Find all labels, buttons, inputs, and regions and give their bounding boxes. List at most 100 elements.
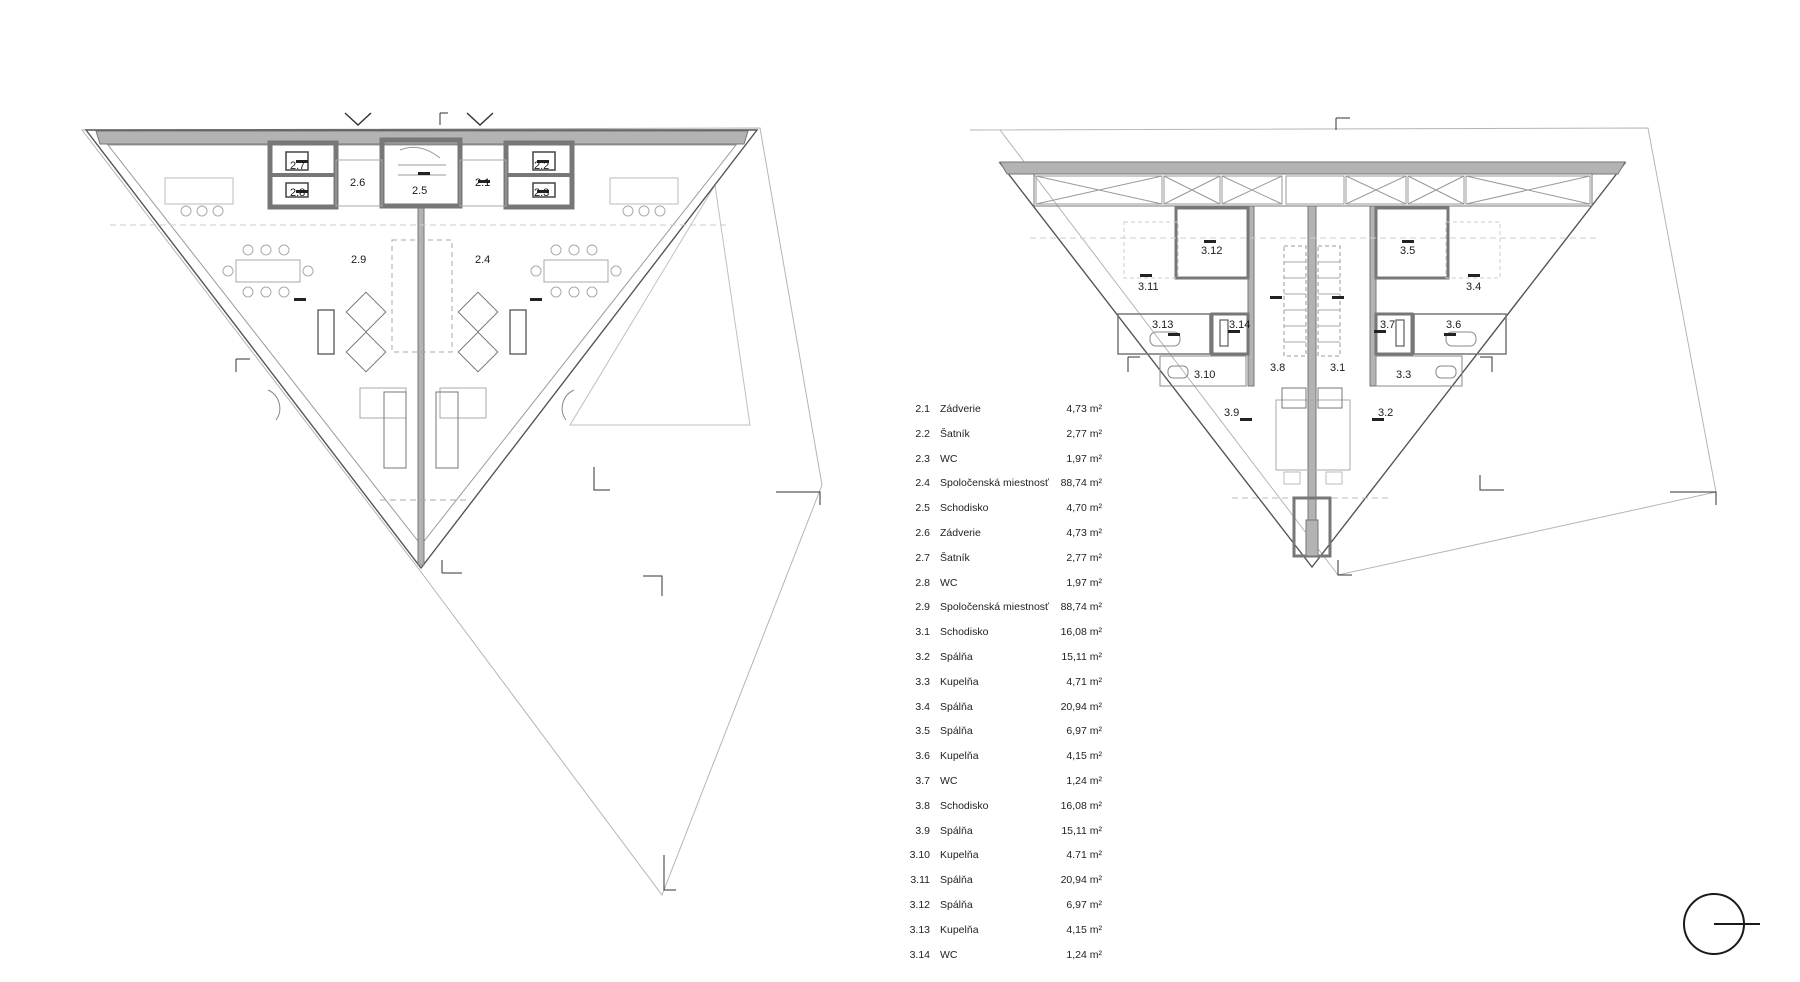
- room-area: 20,94 m²: [1060, 700, 1102, 713]
- room-number: 2.5: [915, 502, 930, 515]
- room-number: 3.14: [909, 948, 930, 961]
- room-label: 3.7: [1380, 319, 1395, 331]
- room-area: 4,73 m²: [1066, 527, 1102, 539]
- room-label: 3.2: [1378, 407, 1393, 419]
- room-label: 3.10: [1194, 369, 1215, 381]
- room-label: 2.9: [351, 254, 366, 266]
- room-number: 3.1: [915, 626, 930, 639]
- room-label: 2.1: [475, 177, 490, 189]
- room-name: Zádverie: [940, 403, 981, 415]
- room-schedule-row: 3.6 Kupelňa 4,15 m²: [868, 748, 1108, 764]
- room-area: 4,15 m²: [1066, 750, 1102, 763]
- room-label: 2.7: [290, 160, 305, 172]
- site-outline-right: [969, 127, 1717, 576]
- room-name: Schodisko: [940, 626, 989, 639]
- room-number: 2.2: [915, 427, 930, 440]
- room-area: 4,73 m²: [1066, 403, 1102, 415]
- room-label: 3.8: [1270, 362, 1285, 374]
- skylight-band: [1033, 173, 1593, 207]
- room-number: 2.7: [915, 551, 930, 564]
- room-label: 2.5: [412, 185, 427, 197]
- room-area: 16,08 m²: [1060, 626, 1102, 639]
- building-inner-left: [106, 144, 738, 546]
- room-name: Spálňa: [940, 651, 973, 663]
- room-number: 3.7: [915, 775, 930, 787]
- entrance-marker-left: [344, 112, 372, 126]
- room-label: 3.12: [1201, 245, 1222, 257]
- room-number: 3.3: [915, 675, 930, 688]
- room-area: 88,74 m²: [1060, 477, 1102, 490]
- room-number: 2.4: [915, 477, 930, 490]
- room-name: Spálňa: [940, 899, 973, 911]
- room-name: Spálňa: [940, 874, 973, 887]
- room-area: 1,24 m²: [1066, 775, 1102, 787]
- room-area: 2,77 m²: [1066, 551, 1102, 564]
- room-number: 2.1: [915, 403, 930, 415]
- room-number: 3.5: [915, 725, 930, 738]
- terrace-outline-left: [569, 183, 751, 426]
- room-name: Kupelňa: [940, 923, 979, 936]
- north-arrow-icon: [1683, 893, 1760, 955]
- room-number: 3.8: [915, 799, 930, 812]
- room-area: 6,97 m²: [1066, 899, 1102, 911]
- room-name: Kupelňa: [940, 750, 979, 763]
- room-3-5-walls: [1374, 206, 1450, 280]
- sofa-right: [439, 387, 487, 419]
- counter-right: [609, 177, 679, 205]
- room-name: Spoločenská miestnosť: [940, 477, 1049, 490]
- room-schedule-row: 2.6 Zádverie 4,73 m²: [868, 525, 1108, 541]
- room-number: 2.9: [915, 601, 930, 614]
- room-name: Spoločenská miestnosť: [940, 601, 1049, 614]
- room-name: Schodisko: [940, 502, 989, 515]
- room-label: 2.6: [350, 177, 365, 189]
- room-area: 1,97 m²: [1066, 452, 1102, 465]
- room-area: 4.71 m²: [1066, 849, 1102, 862]
- room-name: Spálňa: [940, 700, 973, 713]
- room-area: 1,97 m²: [1066, 576, 1102, 589]
- room-number: 2.6: [915, 527, 930, 539]
- room-name: WC: [940, 948, 958, 961]
- area-tags: [294, 160, 1480, 421]
- counter-left: [164, 177, 234, 205]
- room-label: 2.8: [290, 187, 305, 199]
- room-number: 2.3: [915, 452, 930, 465]
- room-label: 3.11: [1138, 281, 1159, 293]
- room-labels-left: 2.7 2.8 2.6 2.5 2.1 2.2 2.3 2.9 2.4: [290, 160, 549, 266]
- room-name: Kupelňa: [940, 849, 979, 862]
- room-3-6-walls: [1413, 313, 1507, 355]
- room-area: 4,70 m²: [1066, 502, 1102, 515]
- central-partition-left: [417, 204, 425, 566]
- room-name: WC: [940, 775, 958, 787]
- stair-left: [1283, 245, 1307, 357]
- room-area: 4,15 m²: [1066, 923, 1102, 936]
- room-label: 2.4: [475, 254, 490, 266]
- entrance-marker-right: [466, 112, 494, 126]
- room-3-7-walls: [1374, 312, 1414, 356]
- room-number: 3.6: [915, 750, 930, 763]
- room-label: 3.13: [1152, 319, 1173, 331]
- room-area: 16,08 m²: [1060, 799, 1102, 812]
- room-label: 3.5: [1400, 245, 1415, 257]
- dining-table-right: [543, 259, 609, 283]
- floor-plan-left: [80, 112, 823, 897]
- dining-table-left: [235, 259, 301, 283]
- room-schedule-row: 3.1 Schodisko 16,08 m²: [868, 624, 1108, 640]
- room-3-14-walls: [1210, 312, 1250, 356]
- room-schedule-row: 3.7 WC 1,24 m²: [868, 773, 1108, 789]
- room-area: 15,11 m²: [1061, 824, 1102, 837]
- room-name: Zádverie: [940, 527, 981, 539]
- room-label: 3.1: [1330, 362, 1345, 374]
- room-area: 20,94 m²: [1060, 874, 1102, 887]
- room-area: 15,11 m²: [1061, 651, 1102, 663]
- room-schedule-row: 2.5 Schodisko 4,70 m²: [868, 500, 1108, 516]
